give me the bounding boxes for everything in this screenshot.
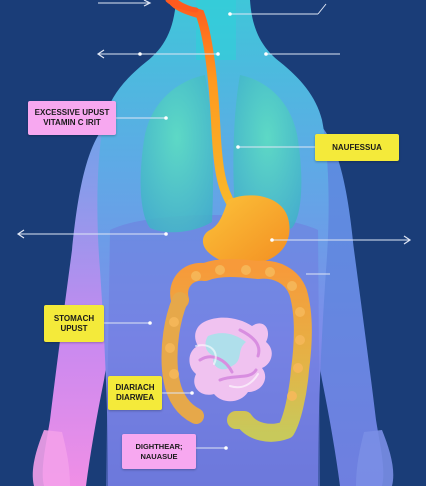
leader-arrowheads — [16, 0, 412, 245]
label-heartburn-line2: NAUASUE — [140, 451, 178, 461]
label-nausea-line1: NAUFESSUA — [332, 142, 382, 152]
label-vitamin-line1: EXCESSIVE UPUST — [34, 108, 110, 117]
right-hand — [356, 430, 394, 486]
large-intestine — [170, 259, 312, 442]
label-heartburn-line1: DIGHTHEAR; — [135, 441, 183, 451]
right-lung — [233, 75, 302, 233]
left-hand — [32, 430, 70, 486]
left-lung — [140, 75, 214, 233]
stomach-organ — [202, 195, 290, 265]
label-vitamin-c: EXCESSIVE UPUST VITAMIN C IRIT — [28, 101, 116, 135]
label-stomach-line1: STOMACH — [53, 313, 95, 323]
small-intestine — [189, 317, 272, 402]
leader-lines — [18, 2, 410, 449]
label-diarrhea: DIARIACH DIARWEA — [108, 376, 162, 410]
leader-dots — [138, 12, 274, 450]
label-nausea: NAUFESSUA — [315, 134, 399, 161]
label-stomach-upset: STOMACH UPUST — [44, 305, 104, 342]
label-diarrhea-line1: DIARIACH — [115, 383, 155, 392]
label-stomach-line2: UPUST — [60, 323, 88, 333]
label-diarrhea-line2: DIARWEA — [115, 393, 155, 402]
colon-segments — [165, 265, 305, 401]
label-heartburn: DIGHTHEAR; NAUASUE — [122, 434, 196, 469]
label-vitamin-line2: VITAMIN C IRIT — [43, 118, 101, 127]
throat-tube — [165, 0, 199, 13]
